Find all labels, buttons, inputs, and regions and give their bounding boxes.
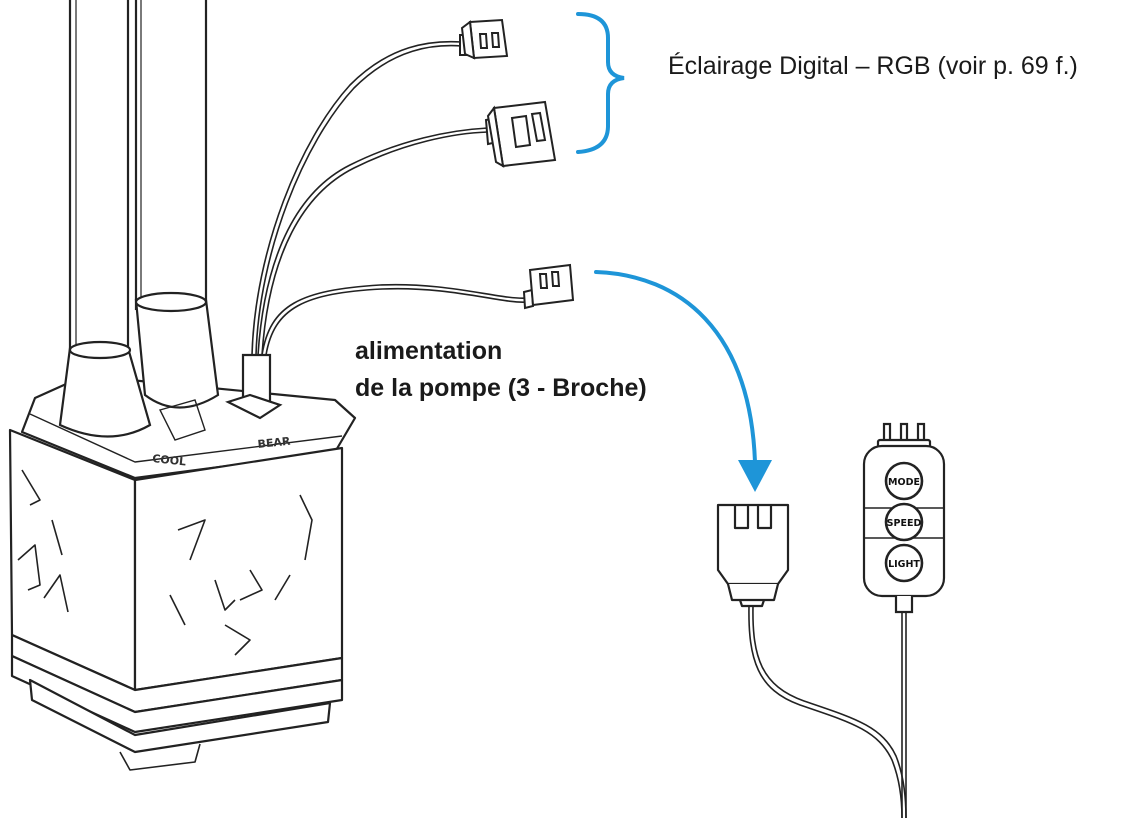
pump-brand-right: BEAR xyxy=(257,435,292,451)
tube-fittings xyxy=(58,291,220,441)
pump-brand-left: COOL xyxy=(152,452,187,468)
tubes xyxy=(68,0,208,360)
controller-button-light-label: LIGHT xyxy=(888,559,920,570)
pump-power-label-line2: de la pompe (3 - Broche) xyxy=(355,374,647,402)
controller-input-connector xyxy=(716,503,790,608)
pump-cables xyxy=(251,40,528,356)
arrow-icon xyxy=(594,270,772,492)
pump-block xyxy=(8,378,357,771)
rgb-lighting-label: Éclairage Digital – RGB (voir p. 69 f.) xyxy=(668,52,1078,80)
pump-cable-port xyxy=(225,353,283,420)
controller-cables xyxy=(748,598,907,818)
pump-power-connector xyxy=(522,263,575,310)
rgb-connector-top xyxy=(459,18,509,60)
bracket-icon xyxy=(576,12,625,154)
rgb-connector-middle xyxy=(484,100,557,168)
controller-button-speed-label: SPEED xyxy=(887,518,922,529)
controller-button-mode-label: MODE xyxy=(888,477,920,488)
pump-power-label-line1: alimentation xyxy=(355,337,503,365)
controller-button-mode: MODE xyxy=(884,461,924,501)
controller-button-speed: SPEED xyxy=(884,502,924,542)
controller-button-light: LIGHT xyxy=(884,543,924,583)
